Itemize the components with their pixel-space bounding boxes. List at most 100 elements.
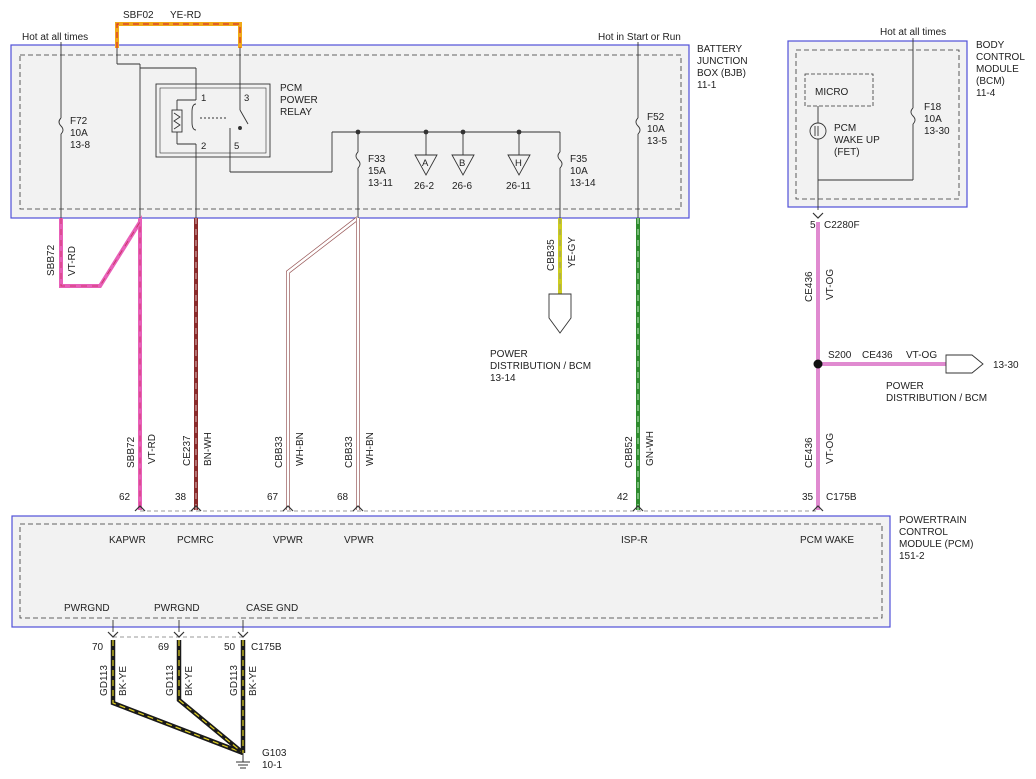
pin-number: 67 bbox=[267, 492, 279, 503]
pcm-input-kapwr: KAPWR bbox=[109, 535, 146, 546]
wire-label-cbb35-color: YE-GY bbox=[567, 237, 578, 268]
power-dist-right-line: POWER bbox=[886, 381, 924, 392]
splice-s200-icon bbox=[813, 359, 823, 369]
pcm-input-vpwr: VPWR bbox=[273, 535, 303, 546]
pcm-name-line: 151-2 bbox=[899, 551, 925, 562]
power-dist-left-line: DISTRIBUTION / BCM bbox=[490, 361, 591, 372]
fet-label-line: (FET) bbox=[834, 147, 860, 158]
wire-label-ce436-upper-color: VT-OG bbox=[825, 269, 836, 300]
power-dist-right-ref: 13-30 bbox=[993, 360, 1019, 371]
fuse-f52-label: 13-5 bbox=[647, 136, 667, 147]
ground-pin-number: 70 bbox=[92, 642, 104, 653]
fuse-f18-label: 13-30 bbox=[924, 126, 950, 137]
fuse-f72-label: 13-8 bbox=[70, 140, 90, 151]
ground-wire-circuit: GD113 bbox=[165, 665, 176, 696]
wire-label-circuit: CBB52 bbox=[624, 436, 635, 468]
ground-symbol-icon bbox=[236, 753, 250, 769]
fuse-f35-label: F35 bbox=[570, 154, 588, 165]
wire-label-sbb72-upper-color: VT-RD bbox=[67, 246, 78, 276]
pcm-input-pcmrc: PCMRC bbox=[177, 535, 214, 546]
fuse-f33-label: F33 bbox=[368, 154, 386, 165]
pin-number: 42 bbox=[617, 492, 629, 503]
bcm-connector: C2280F bbox=[824, 220, 860, 231]
bjb-name-line: 11-1 bbox=[697, 80, 717, 91]
sbf02-color-label: YE-RD bbox=[170, 10, 201, 21]
connector-a-letter: A bbox=[422, 158, 429, 169]
hot-at-all-times-right: Hot at all times bbox=[880, 27, 946, 38]
wire-label-color: WH-BN bbox=[295, 432, 306, 466]
hot-at-all-times-left: Hot at all times bbox=[22, 32, 88, 43]
bcm-name-line: (BCM) bbox=[976, 76, 1005, 87]
bjb-internal-wiring bbox=[58, 42, 641, 220]
pcm-module: POWERTRAIN CONTROL MODULE (PCM) 151-2 KA… bbox=[11, 515, 973, 628]
fuse-f72-label: F72 bbox=[70, 116, 88, 127]
connector-b-ref: 26-6 bbox=[452, 181, 472, 192]
splice-s200-label: S200 bbox=[828, 350, 852, 361]
pin-number: 68 bbox=[337, 492, 349, 503]
pcm-pin-arrows bbox=[134, 505, 824, 512]
bjb-module: BATTERY JUNCTION BOX (BJB) 11-1 bbox=[10, 44, 748, 219]
connector-h-ref: 26-11 bbox=[506, 181, 531, 192]
connector-h-letter: H bbox=[515, 158, 522, 169]
pcm-ground-case-gnd: CASE GND bbox=[246, 603, 298, 614]
pcm-input-isp-r: ISP-R bbox=[621, 535, 648, 546]
connector-a-ref: 26-2 bbox=[414, 181, 434, 192]
wire-label-color: GN-WH bbox=[645, 431, 656, 466]
wire-label-color: BN-WH bbox=[203, 432, 214, 466]
fuse-f33-label: 13-11 bbox=[368, 178, 393, 189]
bcm-name-line: 11-4 bbox=[976, 88, 996, 99]
sbf02-wire: SBF02 YE-RD bbox=[115, 10, 242, 48]
bcm-pin: 5 bbox=[810, 220, 816, 231]
relay-pin: 1 bbox=[201, 93, 206, 104]
relay-pin: 2 bbox=[201, 141, 206, 152]
fet-label-line: WAKE UP bbox=[834, 135, 880, 146]
bcm-output-connector bbox=[812, 180, 824, 219]
fuse-f52-label: 10A bbox=[647, 124, 665, 135]
pcm-ground-pwrgnd: PWRGND bbox=[154, 603, 200, 614]
fuse-f18-icon bbox=[910, 107, 916, 125]
wire-label-cbb35-circuit: CBB35 bbox=[546, 239, 557, 271]
connector-c175b-bottom: C175B bbox=[251, 642, 282, 653]
wire-cbb35 bbox=[548, 218, 572, 334]
fet-label-line: PCM bbox=[834, 123, 856, 134]
fuse-f18-label: 10A bbox=[924, 114, 942, 125]
ground-pin-number: 69 bbox=[158, 642, 170, 653]
pcm-ground-arrows bbox=[107, 620, 249, 638]
connector-b-letter: B bbox=[459, 158, 465, 169]
relay-pin: 5 bbox=[234, 141, 239, 152]
wire-label-circuit: SBB72 bbox=[126, 436, 137, 468]
bjb-junction-dots bbox=[355, 129, 522, 135]
wire-label-color: WH-BN bbox=[365, 432, 376, 466]
ground-wire-color: BK-YE bbox=[184, 666, 195, 696]
connector-h-icon: H 26-11 bbox=[506, 154, 531, 192]
bcm-name-line: CONTROL bbox=[976, 52, 1025, 63]
bjb-name-line: JUNCTION bbox=[697, 56, 748, 67]
fuse-f35-label: 10A bbox=[570, 166, 588, 177]
pcm-name-line: POWERTRAIN bbox=[899, 515, 967, 526]
wire-label-circuit: CBB33 bbox=[344, 436, 355, 468]
hot-in-start-run: Hot in Start or Run bbox=[598, 32, 681, 43]
relay-name-line: RELAY bbox=[280, 107, 312, 118]
connector-to-bcm-13-30-icon bbox=[945, 354, 984, 374]
sbf02-circuit-label: SBF02 bbox=[123, 10, 154, 21]
ground-point-ref: 10-1 bbox=[262, 760, 282, 771]
power-dist-left-line: POWER bbox=[490, 349, 528, 360]
bcm-module: BODY CONTROL MODULE (BCM) 11-4 MICRO PCM… bbox=[787, 27, 1025, 208]
fuse-f35-label: 13-14 bbox=[570, 178, 596, 189]
wire-label-ce436-upper-circuit: CE436 bbox=[804, 271, 815, 302]
pcm-name-line: CONTROL bbox=[899, 527, 948, 538]
pin-number: 62 bbox=[119, 492, 131, 503]
ground-wire-circuit: GD113 bbox=[99, 665, 110, 696]
ground-point-id: G103 bbox=[262, 748, 287, 759]
ground-wire-color: BK-YE bbox=[248, 666, 259, 696]
power-dist-right-line: DISTRIBUTION / BCM bbox=[886, 393, 987, 404]
power-dist-left-line: 13-14 bbox=[490, 373, 516, 384]
connector-to-power-distribution-icon bbox=[548, 293, 572, 334]
connector-a-icon: A 26-2 bbox=[414, 154, 438, 192]
connector-b-icon: B 26-6 bbox=[451, 154, 475, 192]
wire-ce436 bbox=[813, 222, 984, 510]
relay-pin: 3 bbox=[244, 93, 249, 104]
wire-label-ce436-lower-color: VT-OG bbox=[825, 433, 836, 464]
bcm-name-line: MODULE bbox=[976, 64, 1019, 75]
